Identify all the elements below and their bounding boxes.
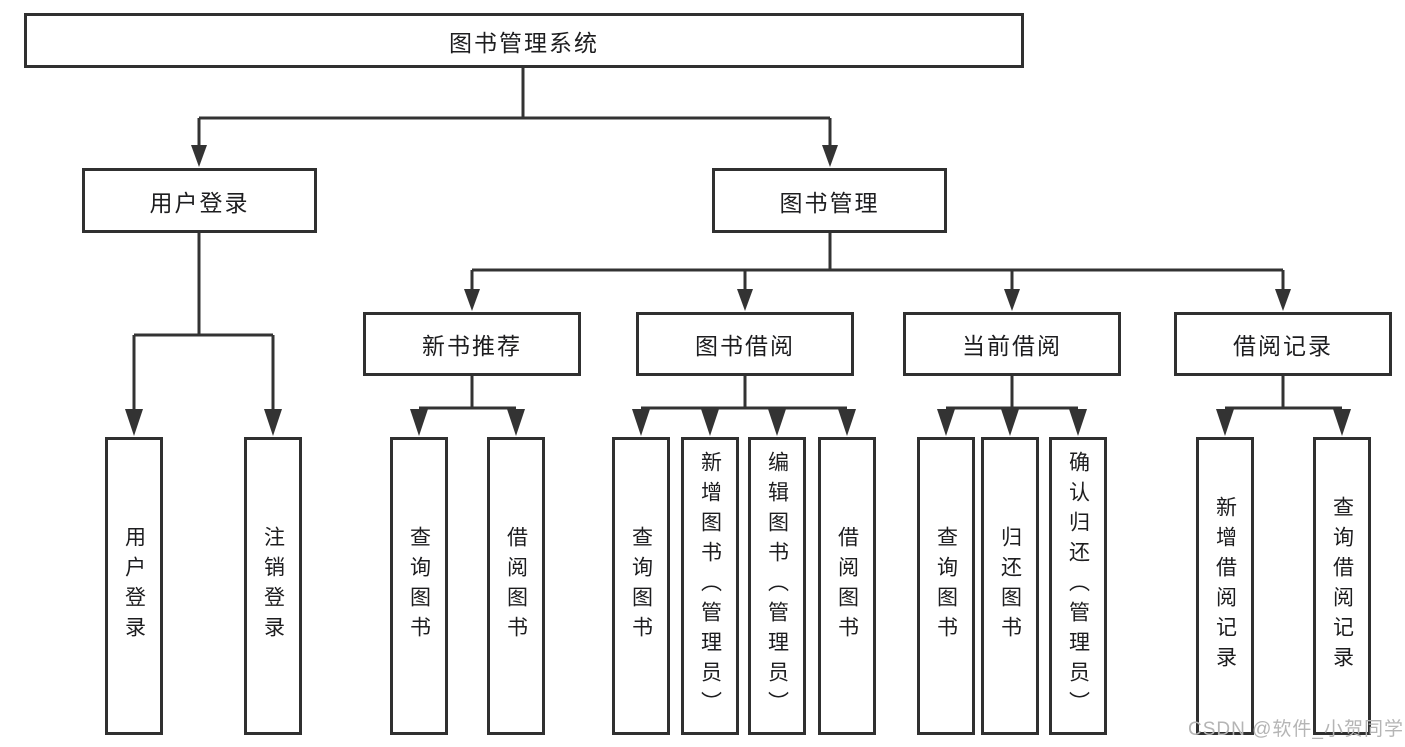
leaf-edit-book-admin: 编辑图书（管理员） bbox=[748, 437, 806, 735]
leaf-query-books-current: 查询图书 bbox=[917, 437, 975, 735]
leaf-logout: 注销登录 bbox=[244, 437, 302, 735]
node-book-management: 图书管理 bbox=[712, 168, 947, 233]
leaf-query-books-borrow: 查询图书 bbox=[612, 437, 670, 735]
node-user-login: 用户登录 bbox=[82, 168, 317, 233]
node-library-management-system: 图书管理系统 bbox=[24, 13, 1024, 68]
node-borrow-records: 借阅记录 bbox=[1174, 312, 1392, 376]
leaf-confirm-return-admin: 确认归还（管理员） bbox=[1049, 437, 1107, 735]
node-book-borrow: 图书借阅 bbox=[636, 312, 854, 376]
node-current-borrow: 当前借阅 bbox=[903, 312, 1121, 376]
leaf-user-login: 用户登录 bbox=[105, 437, 163, 735]
leaf-add-borrow-record: 新增借阅记录 bbox=[1196, 437, 1254, 735]
leaf-query-borrow-record: 查询借阅记录 bbox=[1313, 437, 1371, 735]
leaf-add-book-admin: 新增图书（管理员） bbox=[681, 437, 739, 735]
leaf-return-book: 归还图书 bbox=[981, 437, 1039, 735]
node-new-book-recommend: 新书推荐 bbox=[363, 312, 581, 376]
leaf-query-books-recommend: 查询图书 bbox=[390, 437, 448, 735]
csdn-watermark: CSDN @软件_小贺同学 bbox=[1188, 719, 1404, 740]
leaf-borrow-books-borrow: 借阅图书 bbox=[818, 437, 876, 735]
leaf-borrow-books-recommend: 借阅图书 bbox=[487, 437, 545, 735]
